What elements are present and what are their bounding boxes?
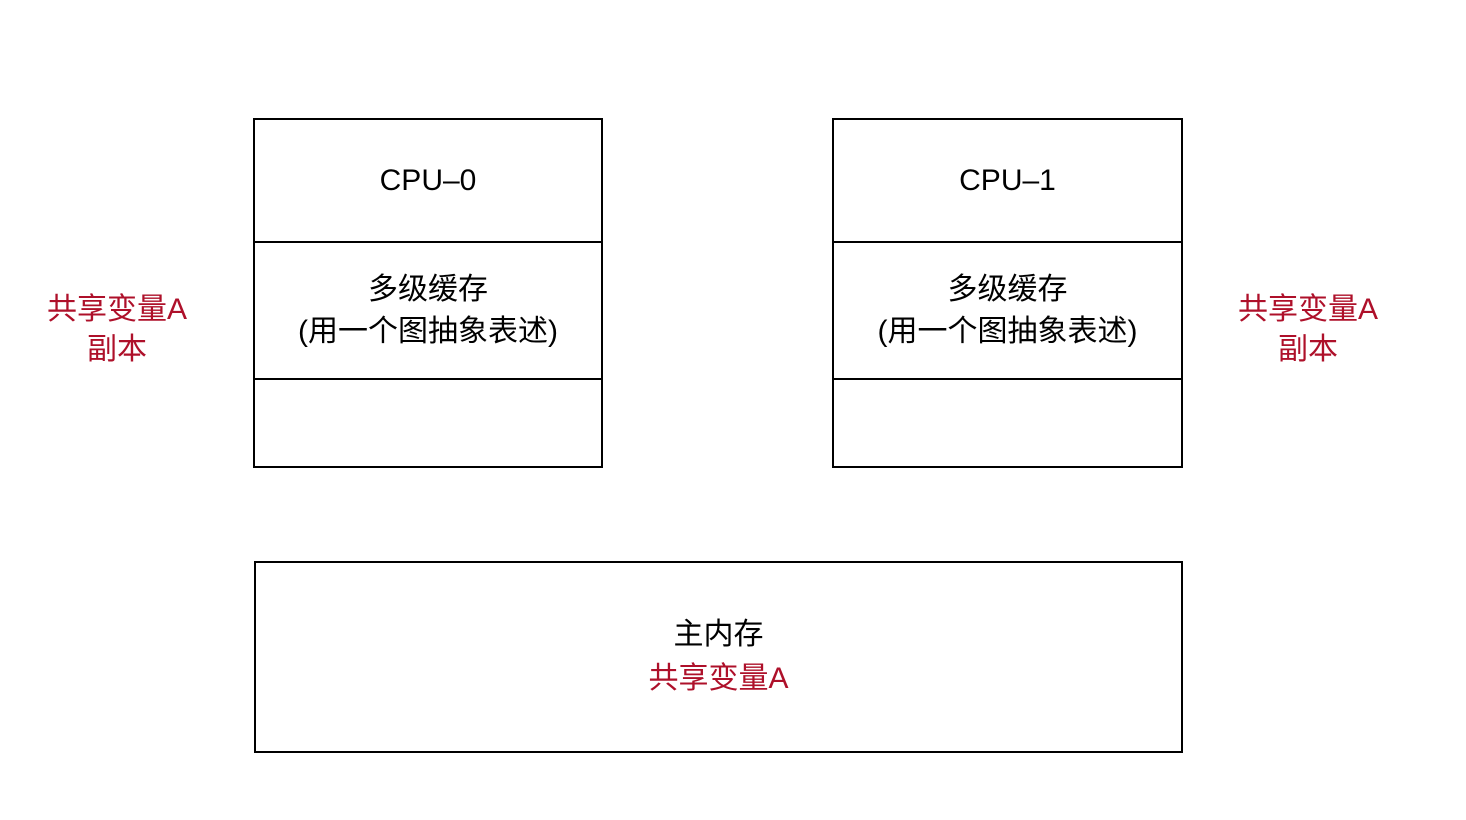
cpu1-empty-cell <box>834 380 1181 466</box>
cpu1-box: CPU–1 多级缓存 (用一个图抽象表述) <box>832 118 1183 468</box>
cpu1-cache-line1: 多级缓存 <box>947 272 1068 306</box>
cpu1-cache-line2: (用一个图抽象表述) <box>877 314 1138 348</box>
cpu0-empty-cell <box>255 380 601 466</box>
cpu1-title-cell: CPU–1 <box>834 120 1181 243</box>
cpu0-title: CPU–0 <box>379 163 477 197</box>
cpu1-cache-cell: 多级缓存 (用一个图抽象表述) <box>834 243 1181 380</box>
main-memory-title: 主内存 <box>673 618 764 651</box>
cpu0-title-cell: CPU–0 <box>255 120 601 243</box>
cpu0-cache-line1: 多级缓存 <box>368 272 488 306</box>
main-memory-shared-variable: 共享变量A <box>648 662 789 695</box>
cpu0-cache-line2: (用一个图抽象表述) <box>298 314 558 348</box>
cpu1-title: CPU–1 <box>959 163 1056 197</box>
main-memory-box: 主内存 共享变量A <box>254 561 1183 753</box>
cpu0-cache-cell: 多级缓存 (用一个图抽象表述) <box>255 243 601 380</box>
shared-variable-copy-label-left-line2: 副本 <box>87 333 147 366</box>
shared-variable-copy-label-right-line1: 共享变量A <box>1237 293 1378 326</box>
shared-variable-copy-label-left: 共享变量A 副本 <box>17 290 217 370</box>
shared-variable-copy-label-right: 共享变量A 副本 <box>1208 290 1408 370</box>
shared-variable-copy-label-left-line1: 共享变量A <box>46 293 187 326</box>
cpu0-box: CPU–0 多级缓存 (用一个图抽象表述) <box>253 118 603 468</box>
shared-variable-copy-label-right-line2: 副本 <box>1278 333 1338 366</box>
